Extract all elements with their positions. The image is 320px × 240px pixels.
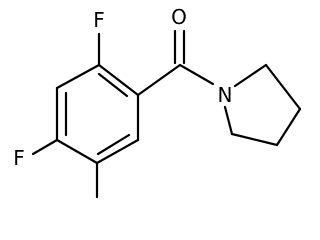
pyrrolidine-bond-c4-n [223, 105, 234, 136]
pyrrolidine-bond-n-c1 [233, 63, 268, 88]
ring-double-bond-c5-c6 [96, 133, 131, 156]
pyrrolidine-bond-c3-c4 [230, 132, 279, 147]
atom-label-fluorine-top: F [93, 8, 105, 32]
ring-bond-c5-c6 [95, 138, 140, 165]
benzene-ring [55, 63, 140, 165]
pyrrolidine-bond-c2-c3 [275, 107, 302, 147]
bond-carbonyl-to-nitrogen [178, 63, 215, 86]
bond-ring-to-fluorine-bottom [31, 138, 59, 156]
atom-label-nitrogen: N [218, 83, 233, 107]
molecule-structure-diagram: F F O N [13, 5, 302, 199]
atom-label-oxygen: O [171, 5, 187, 29]
ring-bond-c2-c3 [55, 63, 101, 90]
ring-double-bond-c1-c2 [97, 72, 129, 98]
bond-ring-to-carbonyl [136, 63, 182, 97]
pyrrolidine-bond-c1-c2 [264, 63, 302, 111]
ring-bond-c4-c5 [55, 138, 99, 165]
pyrrolidine-ring [223, 63, 302, 147]
atom-label-fluorine-bottom: F [13, 146, 25, 170]
ring-bond-c1-c2 [97, 63, 140, 97]
